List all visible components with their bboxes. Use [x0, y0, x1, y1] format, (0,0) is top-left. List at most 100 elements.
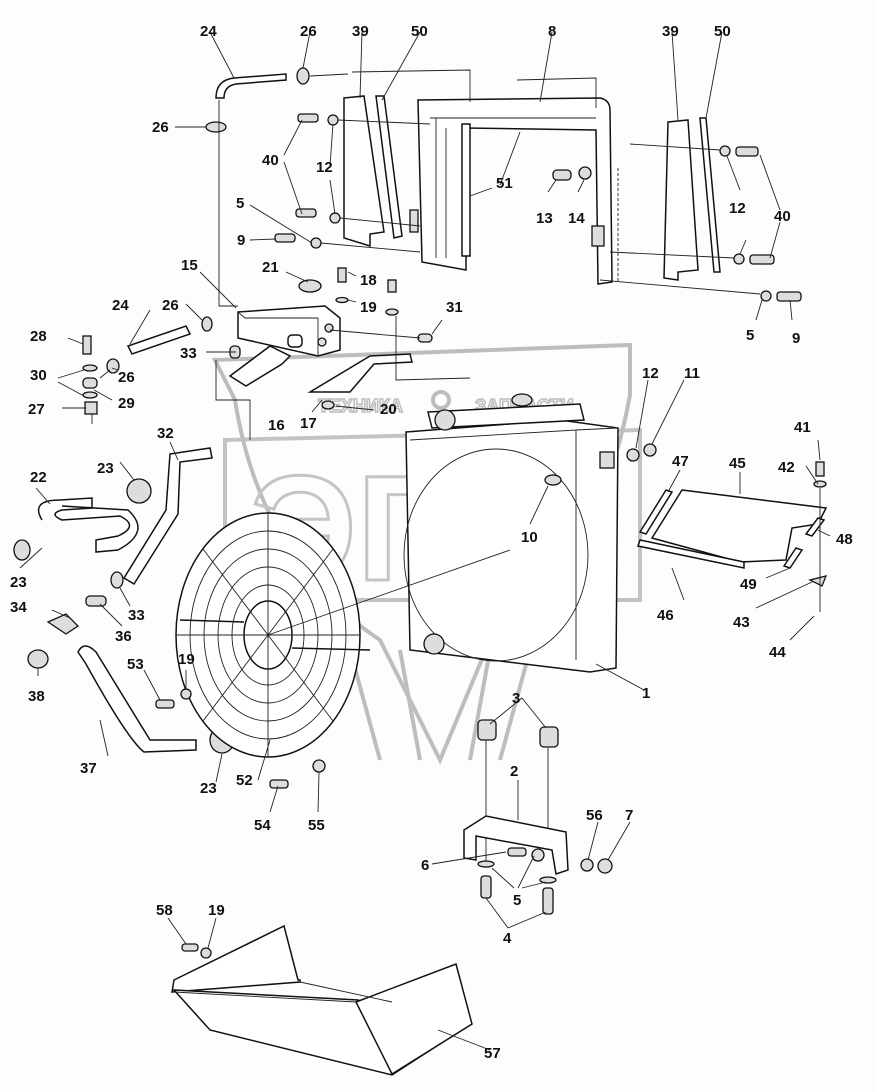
callout-44: 44: [769, 644, 786, 661]
clamp-33-b: [110, 571, 124, 589]
bracket-16: [228, 345, 292, 387]
callout-24: 24: [200, 23, 217, 40]
callout-23: 23: [10, 574, 27, 591]
hose-22: [37, 497, 139, 553]
sensor-10: [544, 474, 562, 486]
nut-7: [597, 858, 613, 874]
fasteners-right: [599, 143, 802, 302]
washer-42: [813, 480, 827, 488]
washer-19-b: [180, 688, 192, 700]
callout-13: 13: [536, 210, 553, 227]
bracket-17: [307, 353, 413, 393]
callout-29: 29: [118, 395, 135, 412]
callout-30: 30: [30, 367, 47, 384]
callout-11: 11: [684, 365, 700, 382]
leader-lines: [19, 31, 831, 1051]
callout-32: 32: [157, 425, 174, 442]
bolt-41: [815, 461, 825, 477]
radiator-cap: [511, 393, 533, 407]
radiator-1: [403, 393, 657, 673]
plate-43: [808, 575, 828, 587]
callout-17: 17: [300, 415, 317, 432]
bolt-4-a: [480, 875, 492, 899]
callout-8: 8: [548, 23, 556, 40]
callout-9: 9: [237, 232, 245, 249]
callout-43: 43: [733, 614, 750, 631]
callout-46: 46: [657, 607, 674, 624]
washer-56: [580, 858, 594, 872]
gear-icon: [431, 390, 451, 410]
callout-34: 34: [10, 599, 27, 616]
radiator-outlet: [423, 633, 445, 655]
strip-47: [638, 489, 674, 535]
callout-20: 20: [380, 401, 397, 418]
expansion-tank: [215, 267, 471, 440]
bushing-3-b: [539, 726, 559, 748]
elbow-34: [46, 613, 80, 635]
side-plate-39-left: [343, 95, 385, 248]
callout-37: 37: [80, 760, 97, 777]
hose-37: [77, 645, 197, 753]
callout-52: 52: [236, 772, 253, 789]
washer-12-c: [626, 448, 640, 462]
callout-23: 23: [97, 460, 114, 477]
callout-26: 26: [300, 23, 317, 40]
callout-19: 19: [208, 902, 225, 919]
callout-47: 47: [672, 453, 689, 470]
callout-41: 41: [794, 419, 811, 436]
callout-2: 2: [510, 763, 518, 780]
bushing-3-a: [477, 719, 497, 741]
clamp-26-a: [296, 67, 310, 85]
callout-19: 19: [178, 651, 195, 668]
bolt-13: [552, 169, 572, 181]
watermark-caption-left: ТЕХНИКА: [318, 396, 403, 416]
washer-5-a: [531, 848, 545, 862]
callout-51: 51: [496, 175, 513, 192]
callout-10: 10: [521, 529, 538, 546]
bottom-guard-57: [171, 924, 473, 1076]
clamp-23-a: [126, 478, 152, 504]
callout-42: 42: [778, 459, 795, 476]
callout-6: 6: [421, 857, 429, 874]
clamp-26-c: [201, 316, 213, 332]
callout-26: 26: [152, 119, 169, 136]
callout-16: 16: [268, 417, 285, 434]
callout-26: 26: [118, 369, 135, 386]
fan-guard-52: [175, 512, 511, 758]
bolt-53: [155, 699, 175, 709]
seal-strip-50-left: [375, 95, 403, 239]
callout-12: 12: [729, 200, 746, 217]
callout-22: 22: [30, 469, 47, 486]
callout-7: 7: [625, 807, 633, 824]
callout-54: 54: [254, 817, 271, 834]
hose-24-upper: [215, 73, 287, 99]
callout-15: 15: [181, 257, 198, 274]
hose-24-lower: [126, 325, 192, 355]
callout-40: 40: [774, 208, 791, 225]
callout-39: 39: [352, 23, 369, 40]
nut-55: [312, 759, 326, 773]
bracket-2: [463, 815, 569, 875]
callout-31: 31: [446, 299, 463, 316]
bolt-54: [269, 779, 289, 789]
cover-plate-assembly: [637, 461, 828, 612]
callout-23: 23: [200, 780, 217, 797]
callout-9: 9: [792, 330, 800, 347]
callout-19: 19: [360, 299, 377, 316]
callout-5: 5: [513, 892, 521, 909]
clamp-23-b: [13, 539, 31, 561]
nut-11: [643, 443, 657, 457]
callout-14: 14: [568, 210, 585, 227]
callout-12: 12: [316, 159, 333, 176]
callout-labels: 24 26 39 50 8 39 50 26 40 12 51 13 14 12…: [10, 23, 853, 1062]
seal-strip-51: [461, 123, 471, 257]
fitting-36: [85, 595, 107, 607]
strip-49: [782, 547, 804, 569]
callout-3: 3: [512, 690, 520, 707]
washer-14: [578, 166, 592, 180]
callout-26: 26: [162, 297, 179, 314]
callout-53: 53: [127, 656, 144, 673]
radiator-inlet: [434, 409, 456, 431]
